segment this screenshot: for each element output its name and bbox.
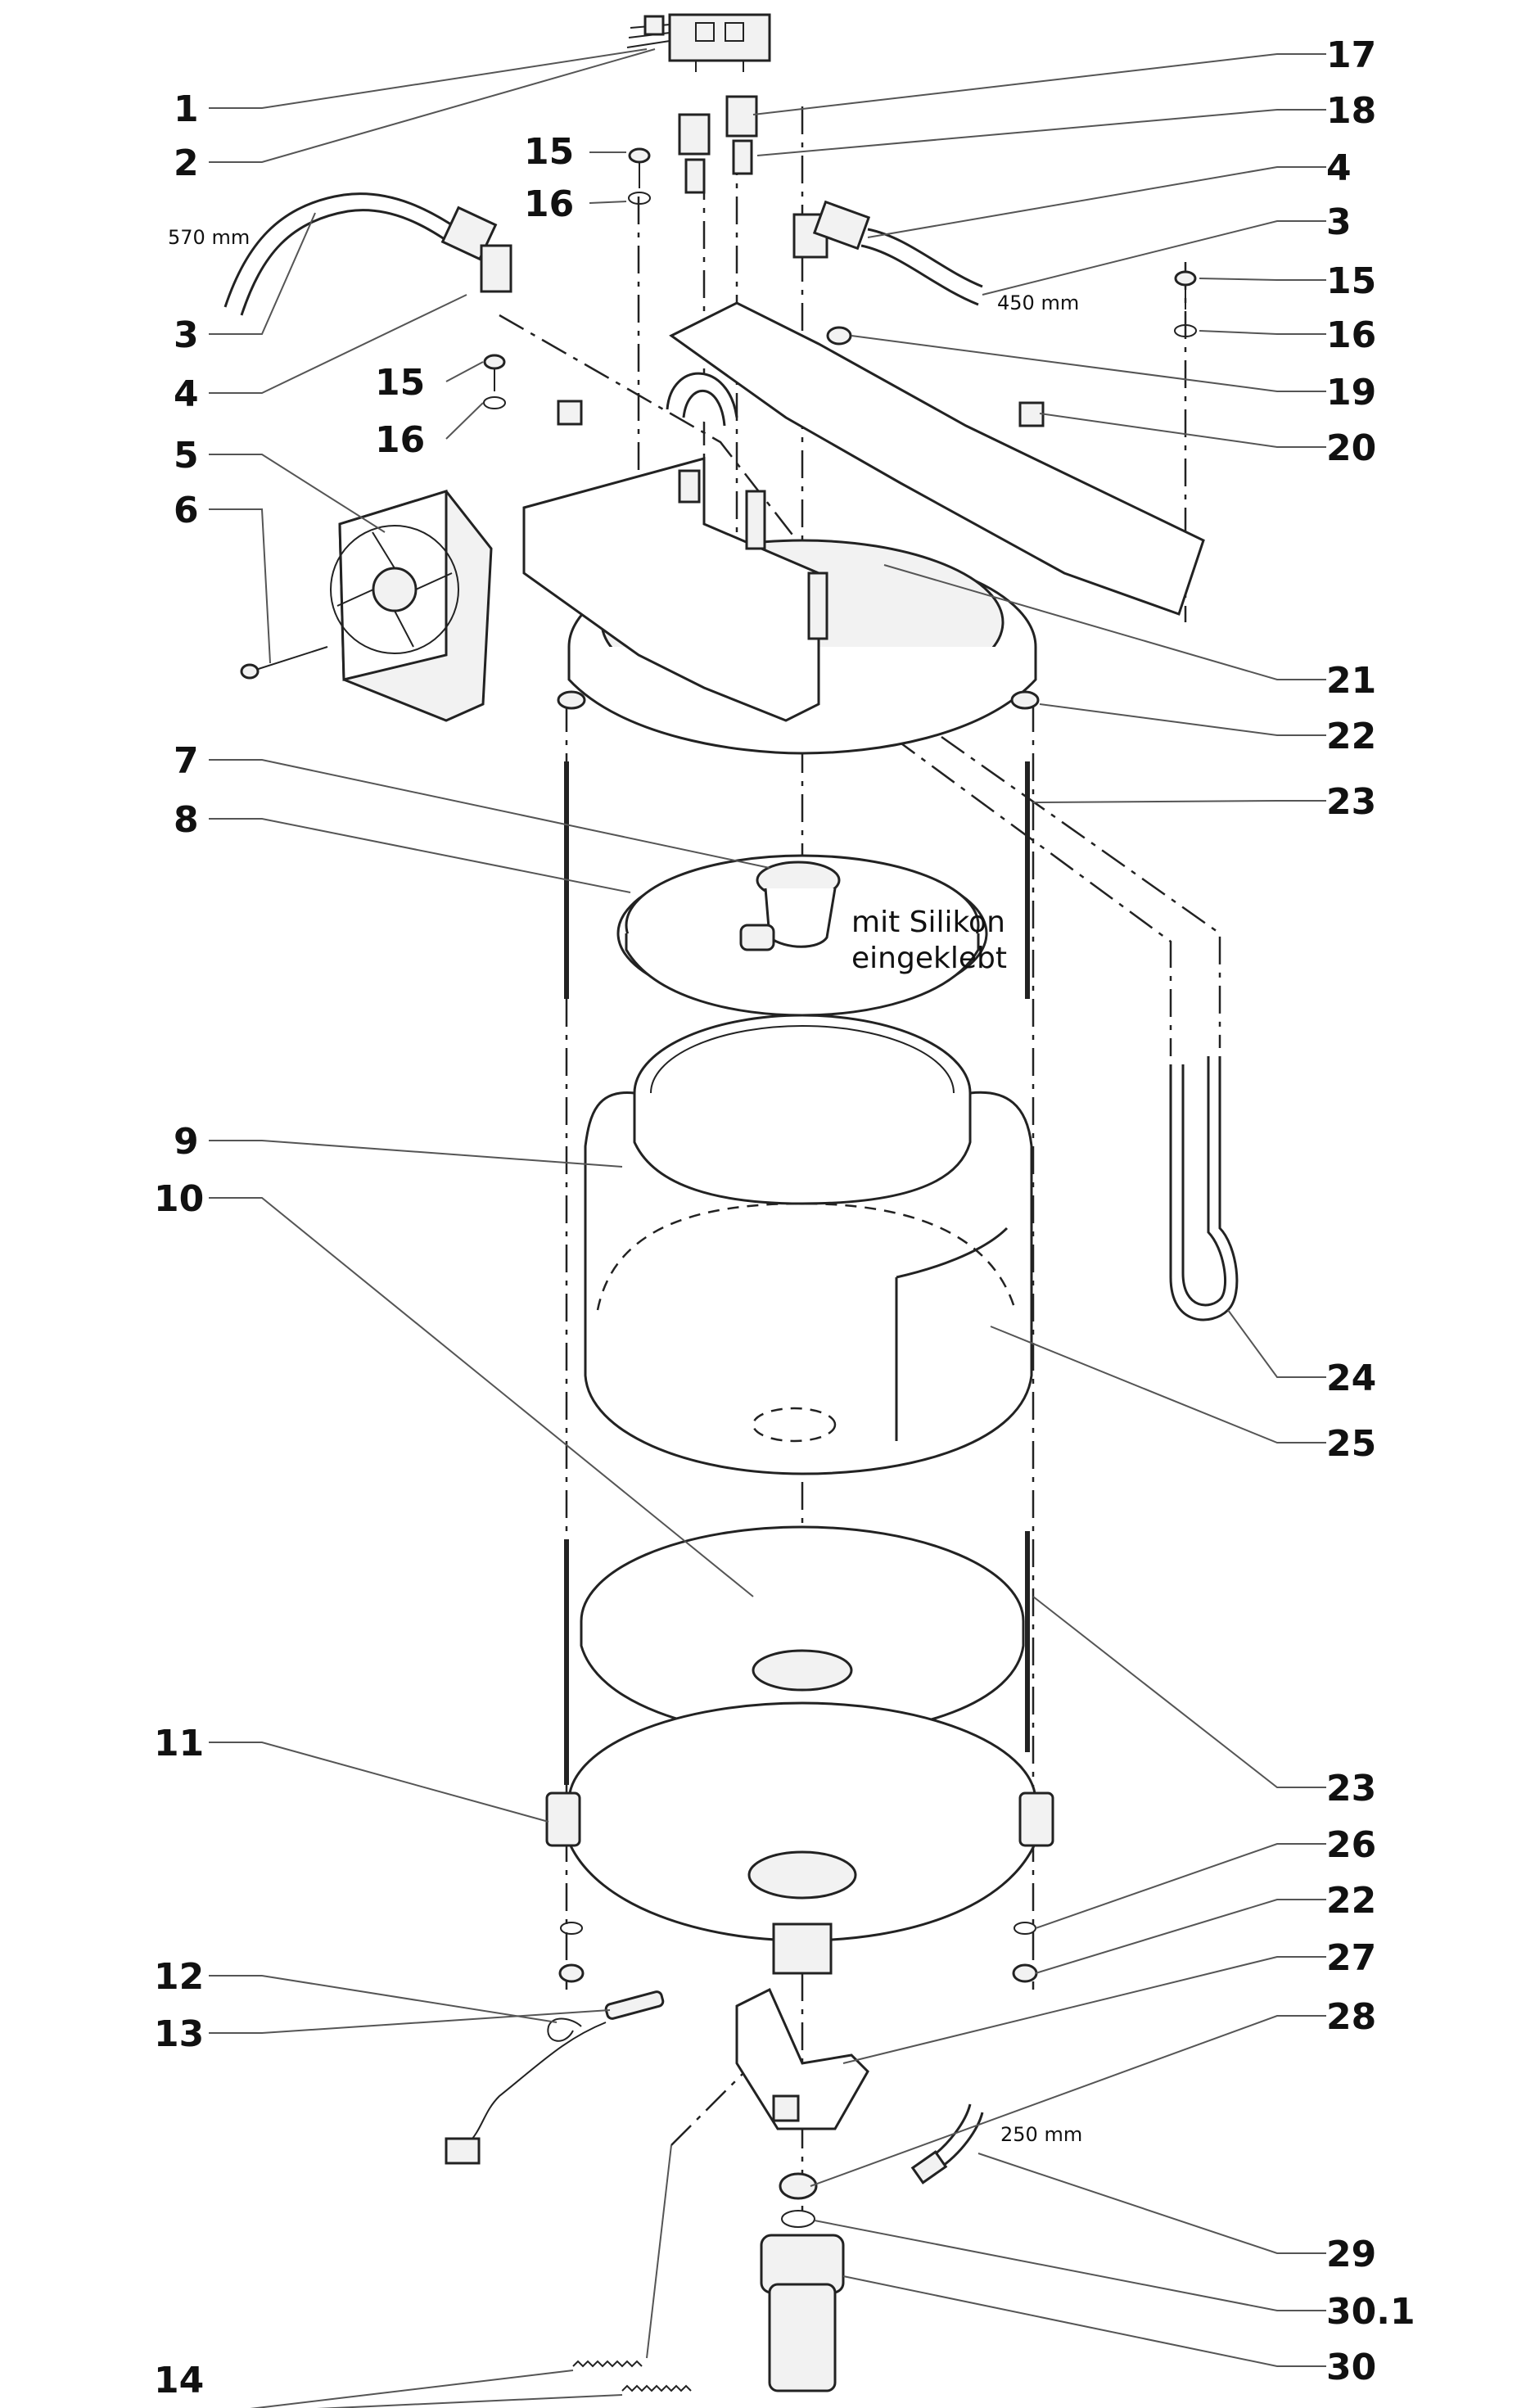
label-4-left: 4 <box>174 373 199 415</box>
hose-fittings <box>678 95 758 194</box>
label-21: 21 <box>1326 660 1376 702</box>
label-19: 19 <box>1326 372 1376 413</box>
label-16-top: 16 <box>524 183 574 225</box>
label-3-right: 3 <box>1326 201 1352 243</box>
label-22-top: 22 <box>1326 716 1376 757</box>
screws-washers <box>483 147 1197 409</box>
label-23-top: 23 <box>1326 781 1376 823</box>
label-28: 28 <box>1326 1996 1376 2038</box>
leader-lines <box>209 48 1326 2408</box>
label-6: 6 <box>174 490 199 531</box>
dimension-250mm: 250 mm <box>1000 2123 1082 2146</box>
labels-right: 17 18 4 3 15 16 19 20 21 22 23 24 25 23 … <box>1326 34 1415 2388</box>
label-7: 7 <box>174 740 199 782</box>
heating-element <box>1169 1056 1239 1321</box>
label-5: 5 <box>174 435 199 477</box>
label-18: 18 <box>1326 90 1376 132</box>
tank-base <box>545 1701 1054 1975</box>
label-20: 20 <box>1326 427 1376 469</box>
dimension-450mm: 450 mm <box>997 291 1079 314</box>
label-10: 10 <box>154 1178 204 1220</box>
label-16-right: 16 <box>1326 314 1376 356</box>
label-23-bottom: 23 <box>1326 1768 1376 1809</box>
label-12: 12 <box>154 1956 204 1998</box>
label-22-bottom: 22 <box>1326 1880 1376 1922</box>
label-1: 1 <box>174 88 199 130</box>
label-4-right: 4 <box>1326 147 1352 189</box>
label-26: 26 <box>1326 1824 1376 1866</box>
cooling-fan <box>240 489 493 722</box>
bottom-cover-disc <box>580 1525 1025 1737</box>
label-15-top: 15 <box>524 131 574 173</box>
label-29: 29 <box>1326 2234 1376 2275</box>
label-30-1: 30.1 <box>1326 2291 1415 2333</box>
electrical-connector <box>626 13 771 72</box>
label-24: 24 <box>1326 1358 1376 1399</box>
label-14: 14 <box>154 2360 204 2401</box>
label-2: 2 <box>174 142 199 184</box>
lid-bracket-assembly <box>522 301 1205 755</box>
label-27: 27 <box>1326 1937 1376 1979</box>
labels-left: 1 2 15 16 3 4 15 16 5 6 7 8 9 10 11 12 1… <box>154 88 574 2401</box>
threaded-rods <box>557 690 1040 1983</box>
springs <box>572 2144 692 2392</box>
top-cover-disc <box>616 854 988 1017</box>
dimension-570mm: 570 mm <box>168 226 250 249</box>
label-15-mid: 15 <box>375 362 425 404</box>
hose-right <box>792 200 983 306</box>
label-13: 13 <box>154 2013 204 2055</box>
temperature-sensor <box>445 1990 665 2165</box>
label-15-right: 15 <box>1326 260 1376 302</box>
note-line-1: mit Silikon <box>851 906 1005 939</box>
label-30: 30 <box>1326 2347 1376 2388</box>
label-3-left: 3 <box>174 314 199 356</box>
note-line-2: eingeklebt <box>851 942 1007 975</box>
label-17: 17 <box>1326 34 1376 76</box>
label-8: 8 <box>174 799 199 841</box>
label-16-mid: 16 <box>375 419 425 461</box>
label-9: 9 <box>174 1121 199 1163</box>
hose-left <box>223 192 512 316</box>
label-11: 11 <box>154 1723 204 1764</box>
pump-assembly <box>735 1987 984 2392</box>
water-tank <box>584 1014 1033 1475</box>
label-25: 25 <box>1326 1423 1376 1465</box>
